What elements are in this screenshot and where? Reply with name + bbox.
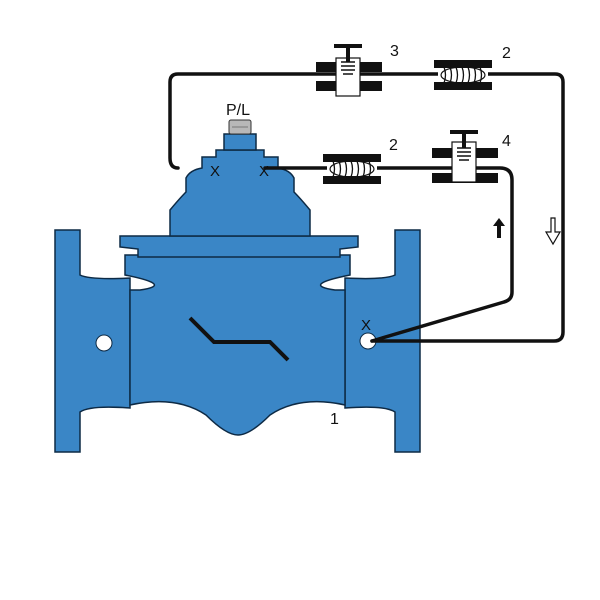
solid-up-arrow-icon xyxy=(493,218,505,238)
inlet-port xyxy=(95,334,113,352)
upper-control-line xyxy=(168,72,565,343)
main-valve-number: 1 xyxy=(330,411,339,428)
left-flange xyxy=(54,229,131,453)
pilot-port-label: P/L xyxy=(226,102,250,119)
lower-control-line xyxy=(263,166,514,343)
pilot-port-plug xyxy=(228,119,252,135)
port-mark-bonnet-left: X xyxy=(210,163,220,180)
needle-valve-upper-number: 3 xyxy=(390,43,399,60)
strainer-upper xyxy=(434,60,492,90)
needle-valve-lower xyxy=(432,130,498,183)
main-valve xyxy=(54,133,421,453)
strainer-lower-number: 2 xyxy=(389,137,398,154)
valve-body xyxy=(124,254,351,436)
needle-valve-upper xyxy=(316,44,382,97)
strainer-upper-number: 2 xyxy=(502,45,511,62)
strainer-lower xyxy=(323,154,381,184)
port-mark-outlet: X xyxy=(361,317,371,334)
bonnet-cover xyxy=(169,149,311,237)
bonnet-flange xyxy=(119,235,359,258)
needle-valve-lower-number: 4 xyxy=(502,133,511,150)
pilot-tubing xyxy=(168,72,565,343)
outline-down-arrow-icon xyxy=(544,217,562,246)
seat-divider xyxy=(188,316,290,362)
port-mark-bonnet-right: X xyxy=(259,163,269,180)
bonnet-top-cap xyxy=(223,133,257,151)
